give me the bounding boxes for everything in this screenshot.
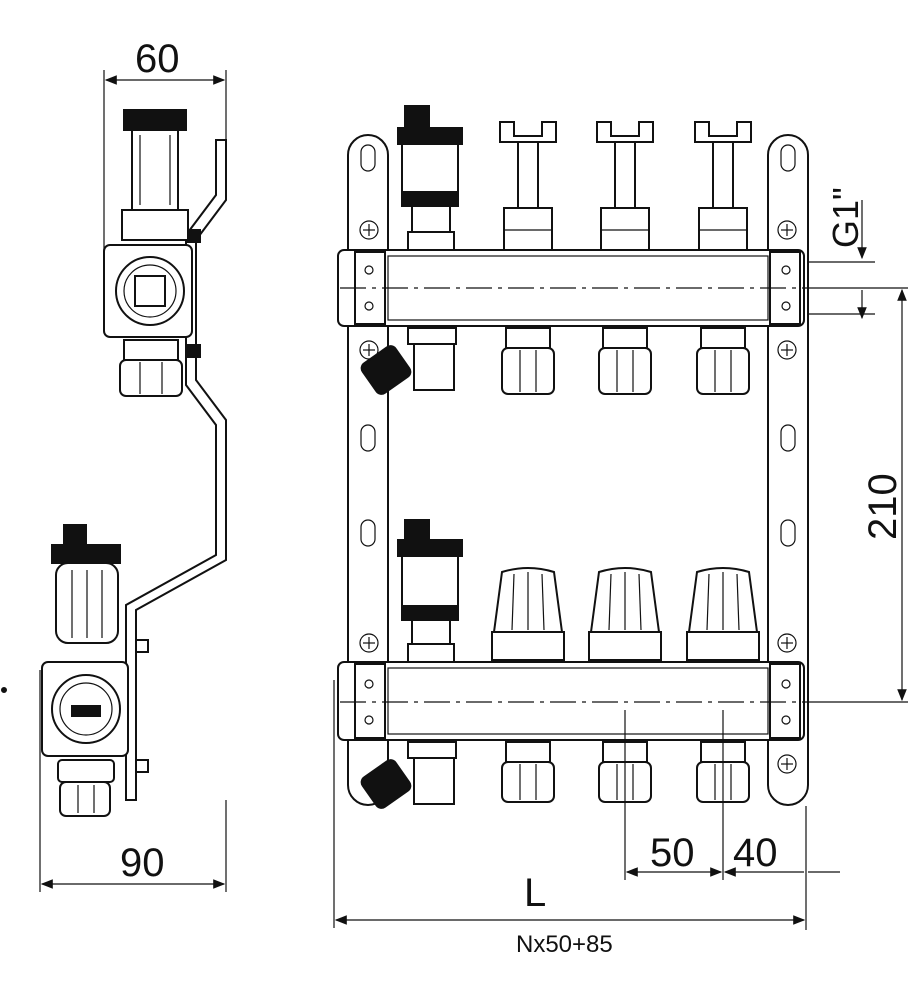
upper-outlets (501, 327, 750, 395)
dim-90-label: 90 (120, 841, 165, 885)
lower-manifold-bar (337, 661, 805, 741)
dim-length-label: L (524, 871, 546, 915)
front-dimensions: G1" 210 50 40 L Nx50+85 (333, 187, 908, 958)
dim-210-label: 210 (861, 473, 905, 540)
dim-thread-label: G1" (825, 187, 866, 248)
upper-flow-meters (499, 121, 752, 251)
dim-50-label: 50 (650, 831, 695, 875)
dim-40-label: 40 (733, 831, 778, 875)
dim-60-label: 60 (135, 37, 180, 81)
side-view: 60 (1, 37, 227, 892)
front-view (337, 105, 809, 809)
lower-valve-caps (491, 567, 760, 661)
dim-length-formula: Nx50+85 (516, 931, 613, 958)
